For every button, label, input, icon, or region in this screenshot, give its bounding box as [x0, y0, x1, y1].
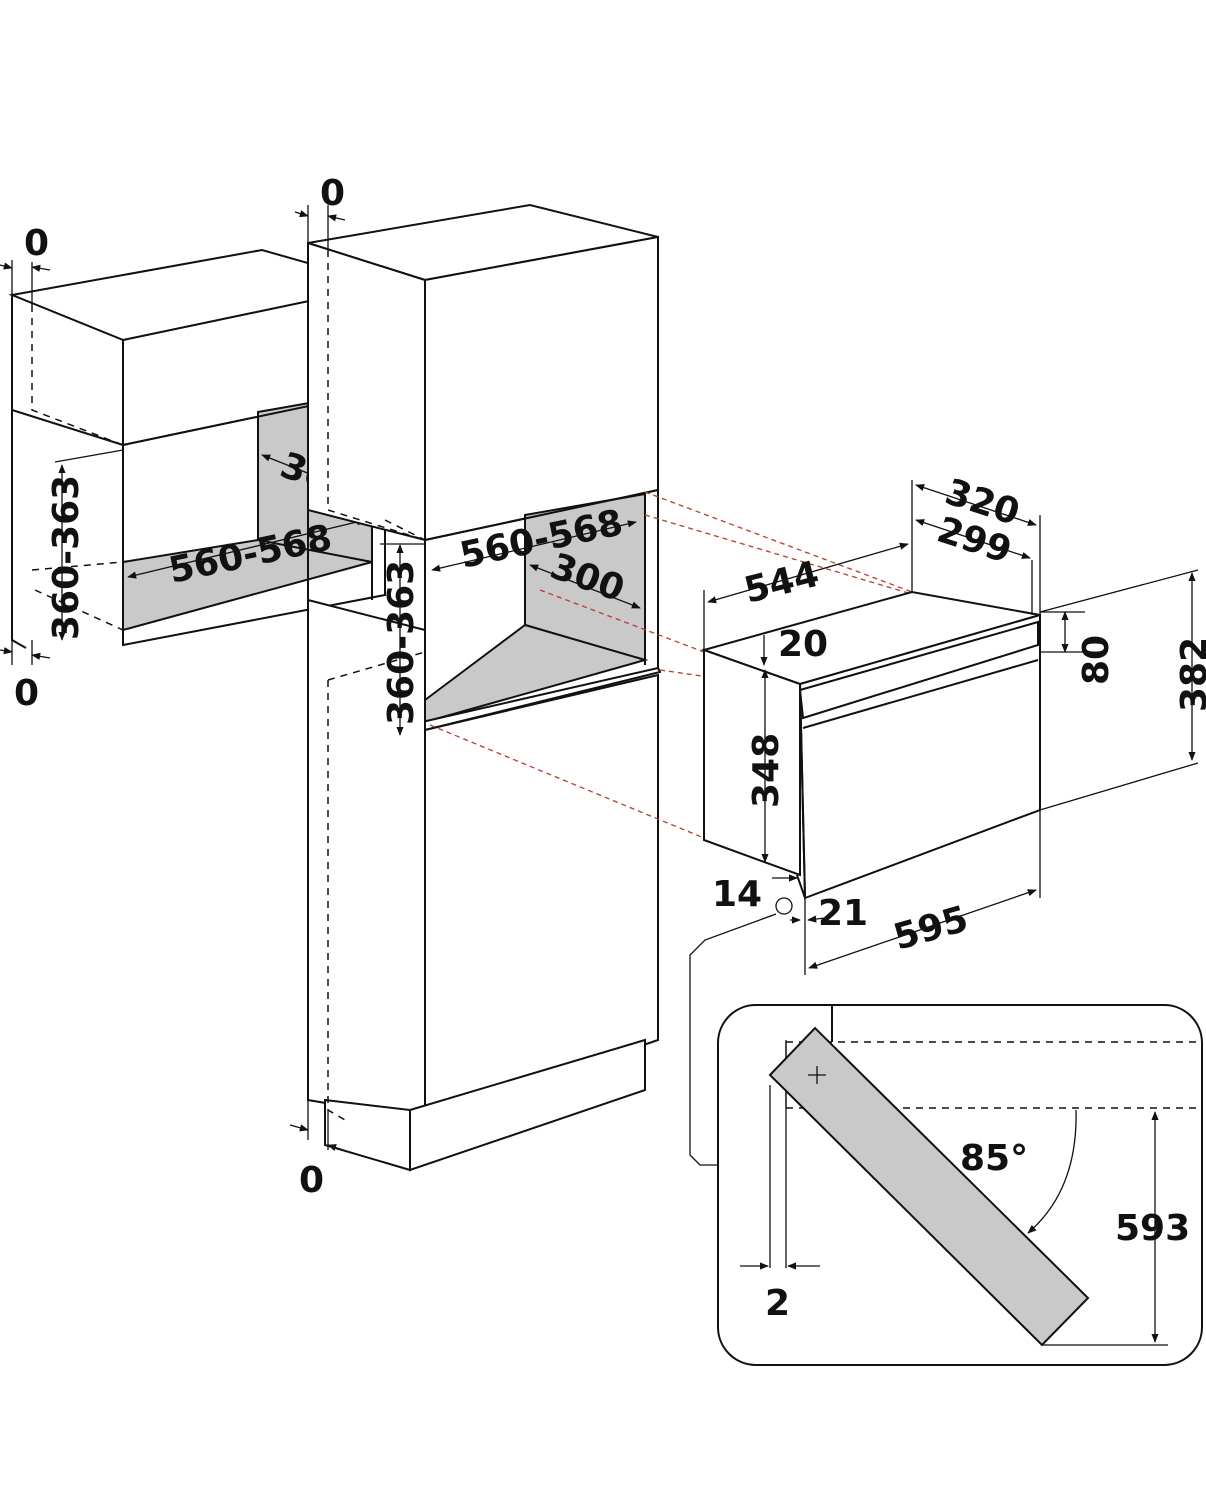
panel-offset-label: 20 — [778, 624, 828, 665]
panel-height-label: 80 — [1076, 635, 1117, 685]
wall-gap-top-dimension: 0 — [0, 223, 51, 305]
clearance-height-label: 593 — [1115, 1208, 1190, 1249]
open-door — [768, 1026, 1090, 1347]
column-cabinet — [307, 203, 662, 1172]
total-height-label: 382 — [1174, 637, 1206, 712]
door-offset-label: 21 — [818, 893, 868, 934]
column-gap-bottom-label: 0 — [299, 1160, 324, 1201]
column-niche-height-dimension: 360-363 — [380, 543, 425, 736]
body-height-dimension: 348 — [746, 669, 787, 863]
wall-gap-top-label: 0 — [24, 223, 49, 264]
column-gap-bottom-dimension: 0 — [289, 1100, 353, 1201]
body-height-label: 348 — [746, 733, 787, 808]
panel-height-dimension: 80 — [1040, 611, 1117, 685]
bottom-offset-dimension: 14 — [712, 874, 798, 915]
detail-frame — [717, 1004, 1203, 1366]
wall-gap-bottom-label: 0 — [14, 673, 39, 714]
wall-niche-height-dimension: 360-363 — [46, 449, 124, 641]
angle-arc — [1027, 1109, 1077, 1234]
total-height-dimension: 382 — [1039, 569, 1206, 811]
front-width-label: 595 — [889, 899, 973, 959]
panel-offset-dimension: 20 — [760, 624, 828, 666]
door-angle-label: 85° — [960, 1138, 1028, 1179]
column-gap-top-label: 0 — [320, 173, 345, 214]
bottom-offset-label: 14 — [712, 874, 762, 915]
wall-gap-bottom-dimension: 0 — [0, 640, 51, 714]
callout-circle — [775, 897, 793, 915]
side-gap-label: 2 — [765, 1283, 790, 1324]
column-niche-height-label: 360-363 — [381, 560, 422, 725]
wall-niche-height-label: 360-363 — [46, 475, 87, 640]
door-detail-panel: 85° 593 2 — [717, 1004, 1203, 1366]
detail-callout — [689, 897, 793, 1166]
body-width-label: 544 — [740, 554, 823, 612]
column-gap-top-dimension: 0 — [294, 173, 346, 250]
door-offset-dimension: 21 — [790, 893, 868, 934]
